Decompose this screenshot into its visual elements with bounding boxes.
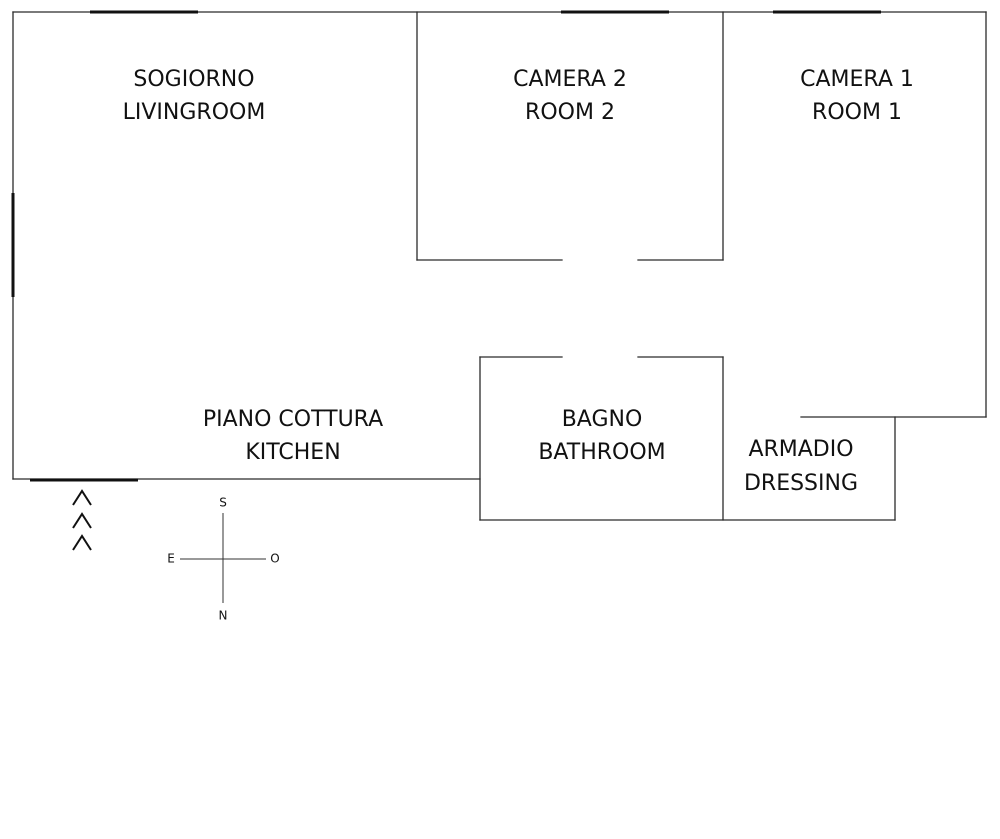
- compass: S N E O: [167, 496, 280, 623]
- room-label-room1-it: CAMERA 1: [800, 67, 914, 92]
- room-labels: SOGIORNO LIVINGROOM CAMERA 2 ROOM 2 CAME…: [123, 67, 914, 496]
- room-label-living-it: SOGIORNO: [133, 67, 254, 92]
- room-label-kitchen-it: PIANO COTTURA: [203, 407, 383, 432]
- compass-label-left: E: [167, 552, 175, 566]
- room-label-dressing-it: ARMADIO: [748, 437, 853, 462]
- compass-label-right: O: [270, 552, 279, 566]
- room-label-bathroom-en: BATHROOM: [538, 440, 665, 465]
- entrance-arrows: [72, 489, 92, 551]
- room-label-room2-it: CAMERA 2: [513, 67, 627, 92]
- compass-label-bottom: N: [219, 609, 228, 623]
- room-label-kitchen-en: KITCHEN: [245, 440, 340, 465]
- openings: [11, 10, 881, 482]
- entrance-arrow-icon: [72, 489, 92, 506]
- room-label-dressing-en: DRESSING: [744, 471, 858, 496]
- room-label-living-en: LIVINGROOM: [123, 100, 266, 125]
- room-label-room2-en: ROOM 2: [525, 100, 615, 125]
- compass-label-top: S: [219, 496, 227, 510]
- entrance-arrow-icon: [72, 534, 92, 551]
- room-label-bathroom-it: BAGNO: [562, 407, 643, 432]
- entrance-arrow-icon: [72, 512, 92, 529]
- room-label-room1-en: ROOM 1: [812, 100, 902, 125]
